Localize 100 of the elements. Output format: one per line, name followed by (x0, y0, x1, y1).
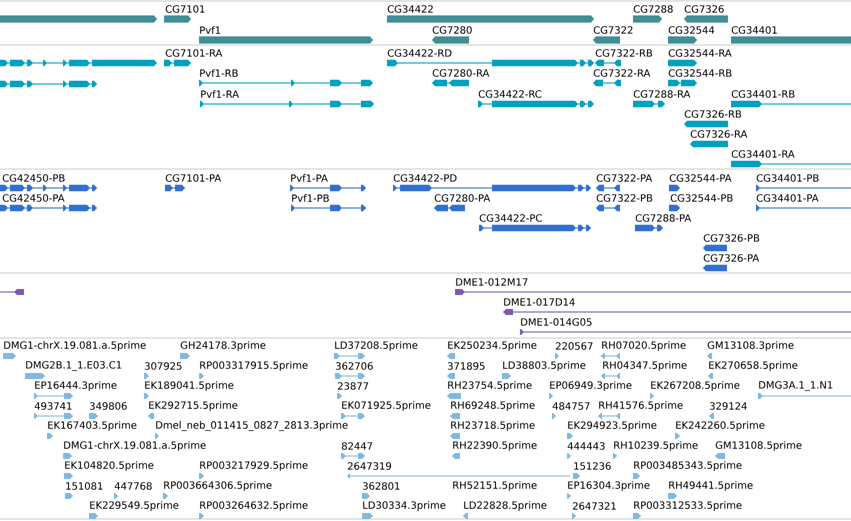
feature-label: 493741 (34, 402, 72, 410)
feature-label: RH49441.5prime (669, 481, 753, 491)
feature-label: 362706 (336, 362, 373, 370)
feature-label: Pvf1-PA (291, 174, 328, 182)
feature-label: 349806 (90, 402, 127, 410)
feature-label: RH52151.5prime (453, 481, 537, 491)
feature-label: CG34422-PC (480, 214, 542, 222)
feature-label: EK189041.5prime (145, 381, 234, 391)
feature-label: DMG1-chrX.19.081.a.5prime (4, 341, 146, 351)
feature-label: CG42450-PA (2, 194, 64, 202)
feature-label: CG34401-PB (756, 174, 819, 182)
feature-label: CG7326 (684, 5, 724, 13)
feature-label: EP16444.3prime (35, 381, 116, 391)
feature-label: CG7326-PB (704, 234, 760, 242)
feature-label: RH69248.5prime (451, 401, 535, 411)
feature-label: CG7101 (166, 5, 204, 13)
feature-label: LD22828.5prime (464, 501, 546, 511)
feature-label: RH41576.5prime (599, 401, 683, 411)
feature-label: CG7326-RA (690, 130, 748, 138)
feature-label: 484757 (552, 402, 590, 410)
feature-label: LD30334.3prime (363, 501, 446, 511)
feature-label: 371895 (448, 362, 484, 370)
feature-label: CG7322-PA (596, 174, 652, 182)
feature-label: RP003664306.5prime (164, 481, 272, 491)
feature-label: CG34422-RC (478, 90, 542, 98)
feature-label: Pvf1-PB (292, 194, 329, 202)
feature-label: GH24178.3prime (180, 341, 266, 351)
feature-label: CG7322-RB (596, 49, 652, 57)
feature-label: EK104820.5prime (65, 461, 154, 471)
feature-label: 151236 (574, 462, 611, 470)
feature-label: CG7280-PA (434, 194, 490, 202)
feature-label: CG7280-RA (432, 69, 490, 77)
feature-label: CG7288-PA (636, 214, 692, 222)
feature-label: RH10239.5prime (614, 441, 698, 451)
feature-label: DMG1-chrX.19.081.a.5prime (64, 441, 206, 451)
feature-label: EK167403.5prime (48, 421, 136, 431)
feature-label: EK242260.5prime (676, 421, 764, 431)
feature-label: CG42450-PB (2, 174, 65, 182)
feature-label: GM13108.3prime (708, 341, 794, 351)
feature-label: CG7322-RA (594, 69, 650, 77)
feature-label: CG34401 (732, 26, 777, 34)
feature-label: 362801 (362, 482, 400, 490)
feature-label: EK071925.5prime (342, 401, 430, 411)
feature-label: EP16304.3prime (568, 481, 650, 491)
feature-label: 307925 (144, 362, 182, 370)
feature-label: RP003485343.5prime (634, 461, 742, 471)
feature-label: DME1-012M17 (456, 278, 528, 286)
feature-label: Pvf1-RA (201, 90, 239, 98)
feature-label: CG7101-PA (166, 174, 222, 182)
feature-label: RP003317915.5prime (200, 361, 308, 371)
feature-label: DMG2B.1_1.E03.C1 (26, 361, 122, 371)
feature-label: 23877 (338, 382, 368, 390)
feature-label: EK270658.5prime (709, 361, 798, 371)
feature-label: CG7280 (432, 26, 472, 34)
feature-label: CG34422-RD (388, 49, 452, 57)
feature-label: CG32544-PA (670, 174, 732, 182)
feature-label: GM13108.5prime (716, 441, 802, 451)
feature-label: EP06949.3prime (550, 381, 632, 391)
feature-label: RH22390.5prime (453, 441, 537, 451)
feature-label: Pvf1-RB (200, 69, 238, 77)
feature-label: CG34401-RA (732, 150, 795, 158)
feature-label: CG7326-RB (684, 110, 742, 118)
feature-label: CG7322-PB (596, 194, 652, 202)
feature-label: CG32544-RA (668, 49, 732, 57)
feature-label: LD38803.5prime (503, 361, 586, 371)
feature-label: CG34401-PA (756, 194, 818, 202)
feature-label: RP003312533.5prime (634, 501, 742, 511)
feature-label: RH23754.5prime (448, 381, 532, 391)
feature-label: RP003264632.5prime (200, 501, 308, 511)
feature-label: LD37208.5prime (335, 341, 418, 351)
feature-label: CG7288 (634, 5, 673, 13)
feature-label: CG7101-RA (166, 49, 222, 57)
feature-label: CG34422 (388, 5, 433, 13)
feature-label: 82447 (342, 442, 372, 450)
feature-label: 220567 (556, 342, 592, 350)
feature-label: 447768 (114, 482, 152, 490)
feature-label: DME1-014G05 (521, 318, 592, 326)
feature-label: 2647319 (348, 462, 392, 470)
feature-label: CG7326-PA (704, 254, 760, 262)
feature-label: Dmel_neb_011415_0827_2813.3prime (156, 421, 348, 431)
feature-label: CG32544-PB (670, 194, 733, 202)
feature-label: RH23718.5prime (451, 421, 535, 431)
feature-label: 2647321 (572, 502, 616, 510)
feature-label: 329124 (710, 402, 747, 410)
feature-label: RH07020.5prime (602, 341, 686, 351)
feature-label: EK267208.5prime (651, 381, 740, 391)
feature-label: EK250234.5prime (448, 341, 536, 351)
feature-label: Pvf1 (200, 26, 220, 34)
feature-label: RH04347.5prime (603, 361, 687, 371)
feature-label: EK229549.5prime (90, 501, 178, 511)
feature-label: EK292715.5prime (149, 401, 238, 411)
feature-label: CG34422-PD (394, 174, 456, 182)
feature-label: 444443 (568, 442, 605, 450)
feature-label: RP003217929.5prime (200, 461, 308, 471)
feature-label: DMG3A.1_1.N1 (759, 381, 832, 391)
feature-label: CG7322 (594, 26, 632, 34)
feature-label: CG32544-RB (668, 69, 732, 77)
feature-label: EK294923.5prime (568, 421, 656, 431)
feature-label: 151081 (66, 482, 102, 490)
feature-label: DME1-017D14 (504, 298, 575, 306)
